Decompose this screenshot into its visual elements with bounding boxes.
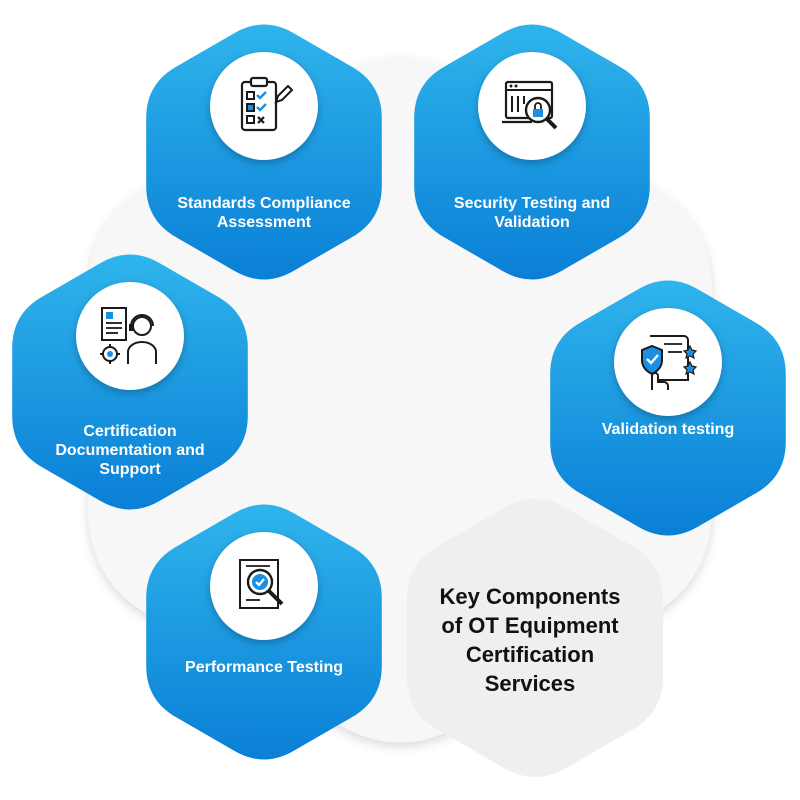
icon-circle	[210, 52, 318, 160]
checklist-clipboard-icon	[240, 76, 294, 132]
shield-certificate-icon	[641, 335, 698, 390]
label-certification-documentation: Certification Documentation and Support	[55, 423, 205, 478]
icon-circle	[614, 308, 722, 416]
label-performance-testing: Performance Testing	[185, 659, 343, 676]
icon-circle	[478, 52, 586, 160]
label-security-testing: Security Testing and Validation	[453, 195, 611, 231]
document-support-agent-icon	[100, 307, 157, 364]
hexagon-performance-testing: Performance Testing	[144, 504, 384, 760]
label-validation-testing: Validation testing	[601, 421, 735, 438]
hexagon-validation-testing: Validation testing	[548, 280, 788, 536]
icon-circle	[210, 532, 318, 640]
label-standards-compliance: Standards Compliance Assessment	[177, 195, 351, 231]
hexagon-security-testing: Security Testing and Validation	[412, 24, 652, 280]
icon-circle	[76, 282, 184, 390]
security-scan-icon	[502, 80, 558, 130]
hexagon-certification-documentation: Certification Documentation and Support	[10, 254, 250, 510]
document-magnifier-icon	[239, 559, 284, 609]
hexagon-standards-compliance: Standards Compliance Assessment	[144, 24, 384, 280]
center-title: Key Components of OT Equipment Certifica…	[439, 584, 621, 696]
